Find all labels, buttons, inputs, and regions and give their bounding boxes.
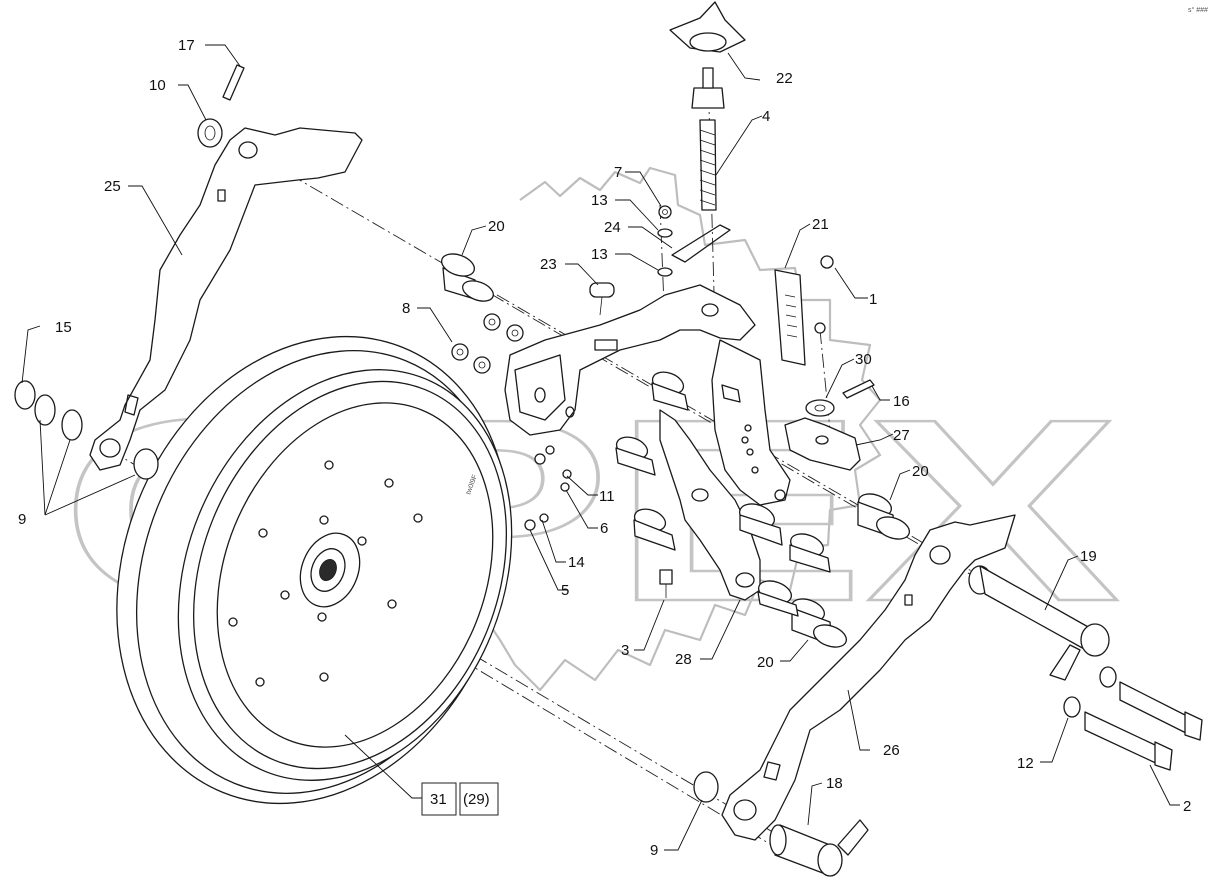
bushing-20-right [857, 493, 910, 540]
washer-13-bottom [657, 267, 673, 277]
washer-8-d [506, 324, 524, 342]
washer-9-bottom [693, 771, 719, 803]
callout-16: 16 [893, 393, 910, 410]
callout-18: 18 [826, 775, 843, 792]
leader-lines [21, 44, 1180, 851]
callout-4: 4 [762, 108, 770, 125]
bolt-2-a [1119, 681, 1203, 741]
ref-box-alt [459, 782, 499, 816]
nut-8-a [451, 343, 469, 361]
screw-3 [659, 569, 673, 598]
block-27 [784, 417, 861, 471]
washer-12-b [1063, 696, 1081, 718]
washer-10 [197, 118, 223, 148]
callout-8: 8 [402, 300, 410, 317]
nut-8-c [483, 313, 501, 331]
callout-1: 1 [869, 291, 877, 308]
ref-main-label: 31 [430, 791, 447, 808]
callout-15: 15 [55, 319, 72, 336]
watermark-gear [479, 166, 882, 692]
knob-23 [589, 282, 615, 316]
callout-7: 7 [614, 164, 622, 181]
callout-2: 2 [1183, 798, 1191, 815]
pin-19 [968, 565, 1110, 681]
callout-20-bottom: 20 [757, 654, 774, 671]
gauge-wheel: tw0l9F [116, 335, 513, 805]
callout-21: 21 [812, 216, 829, 233]
callout-9-bottom: 9 [650, 842, 658, 859]
callout-labels: 17 10 25 15 9 20 23 8 22 4 7 13 24 13 21… [18, 37, 1191, 859]
washer-13-top [657, 228, 673, 238]
circlip-15 [14, 380, 36, 410]
assembly-ref-boxes: 31 (29) [421, 782, 499, 816]
bushing-20-top [441, 253, 494, 302]
callout-13-bottom: 13 [591, 246, 608, 263]
callout-26: 26 [883, 742, 900, 759]
washers-9-left [34, 394, 159, 480]
corner-mark: s° ### [1188, 6, 1208, 14]
callout-10: 10 [149, 77, 166, 94]
callout-6: 6 [600, 520, 608, 537]
wheel-bolts [228, 460, 423, 687]
washer-12-a [1099, 666, 1117, 688]
ref-box-main [421, 782, 457, 816]
pin-18 [769, 819, 869, 877]
washer-30 [805, 399, 835, 417]
nut-7 [658, 205, 672, 219]
arm-25 [89, 127, 363, 471]
callout-13-top: 13 [591, 192, 608, 209]
callout-28: 28 [675, 651, 692, 668]
callout-5: 5 [561, 582, 569, 599]
callout-17: 17 [178, 37, 195, 54]
callout-19: 19 [1080, 548, 1097, 565]
callout-22: 22 [776, 70, 793, 87]
screw-1 [814, 255, 834, 334]
callout-14: 14 [568, 554, 585, 571]
callout-24: 24 [604, 219, 621, 236]
callout-9-left: 9 [18, 511, 26, 528]
main-bracket [504, 284, 791, 506]
callout-20-top: 20 [488, 218, 505, 235]
hub-tubes [615, 371, 831, 617]
callout-23: 23 [540, 256, 557, 273]
pin-16 [842, 379, 875, 399]
scale-plate-21 [774, 269, 806, 366]
washer-8-b [473, 356, 491, 374]
ref-alt-label: (29) [463, 791, 490, 808]
adjust-rod-4 [691, 67, 725, 211]
spring-pin-24 [671, 224, 731, 263]
knob-22 [669, 1, 746, 53]
callout-12: 12 [1017, 755, 1034, 772]
callout-30: 30 [855, 351, 872, 368]
callout-25: 25 [104, 178, 121, 195]
bushing-20-bottom [791, 598, 847, 648]
callout-11: 11 [599, 488, 615, 505]
pin-17 [222, 64, 245, 101]
lever-28 [659, 409, 761, 601]
callout-20-right: 20 [912, 463, 929, 480]
callout-3: 3 [621, 642, 629, 659]
callout-27: 27 [893, 427, 910, 444]
bolt-2-b [1084, 711, 1173, 771]
arm-26 [721, 514, 1016, 841]
